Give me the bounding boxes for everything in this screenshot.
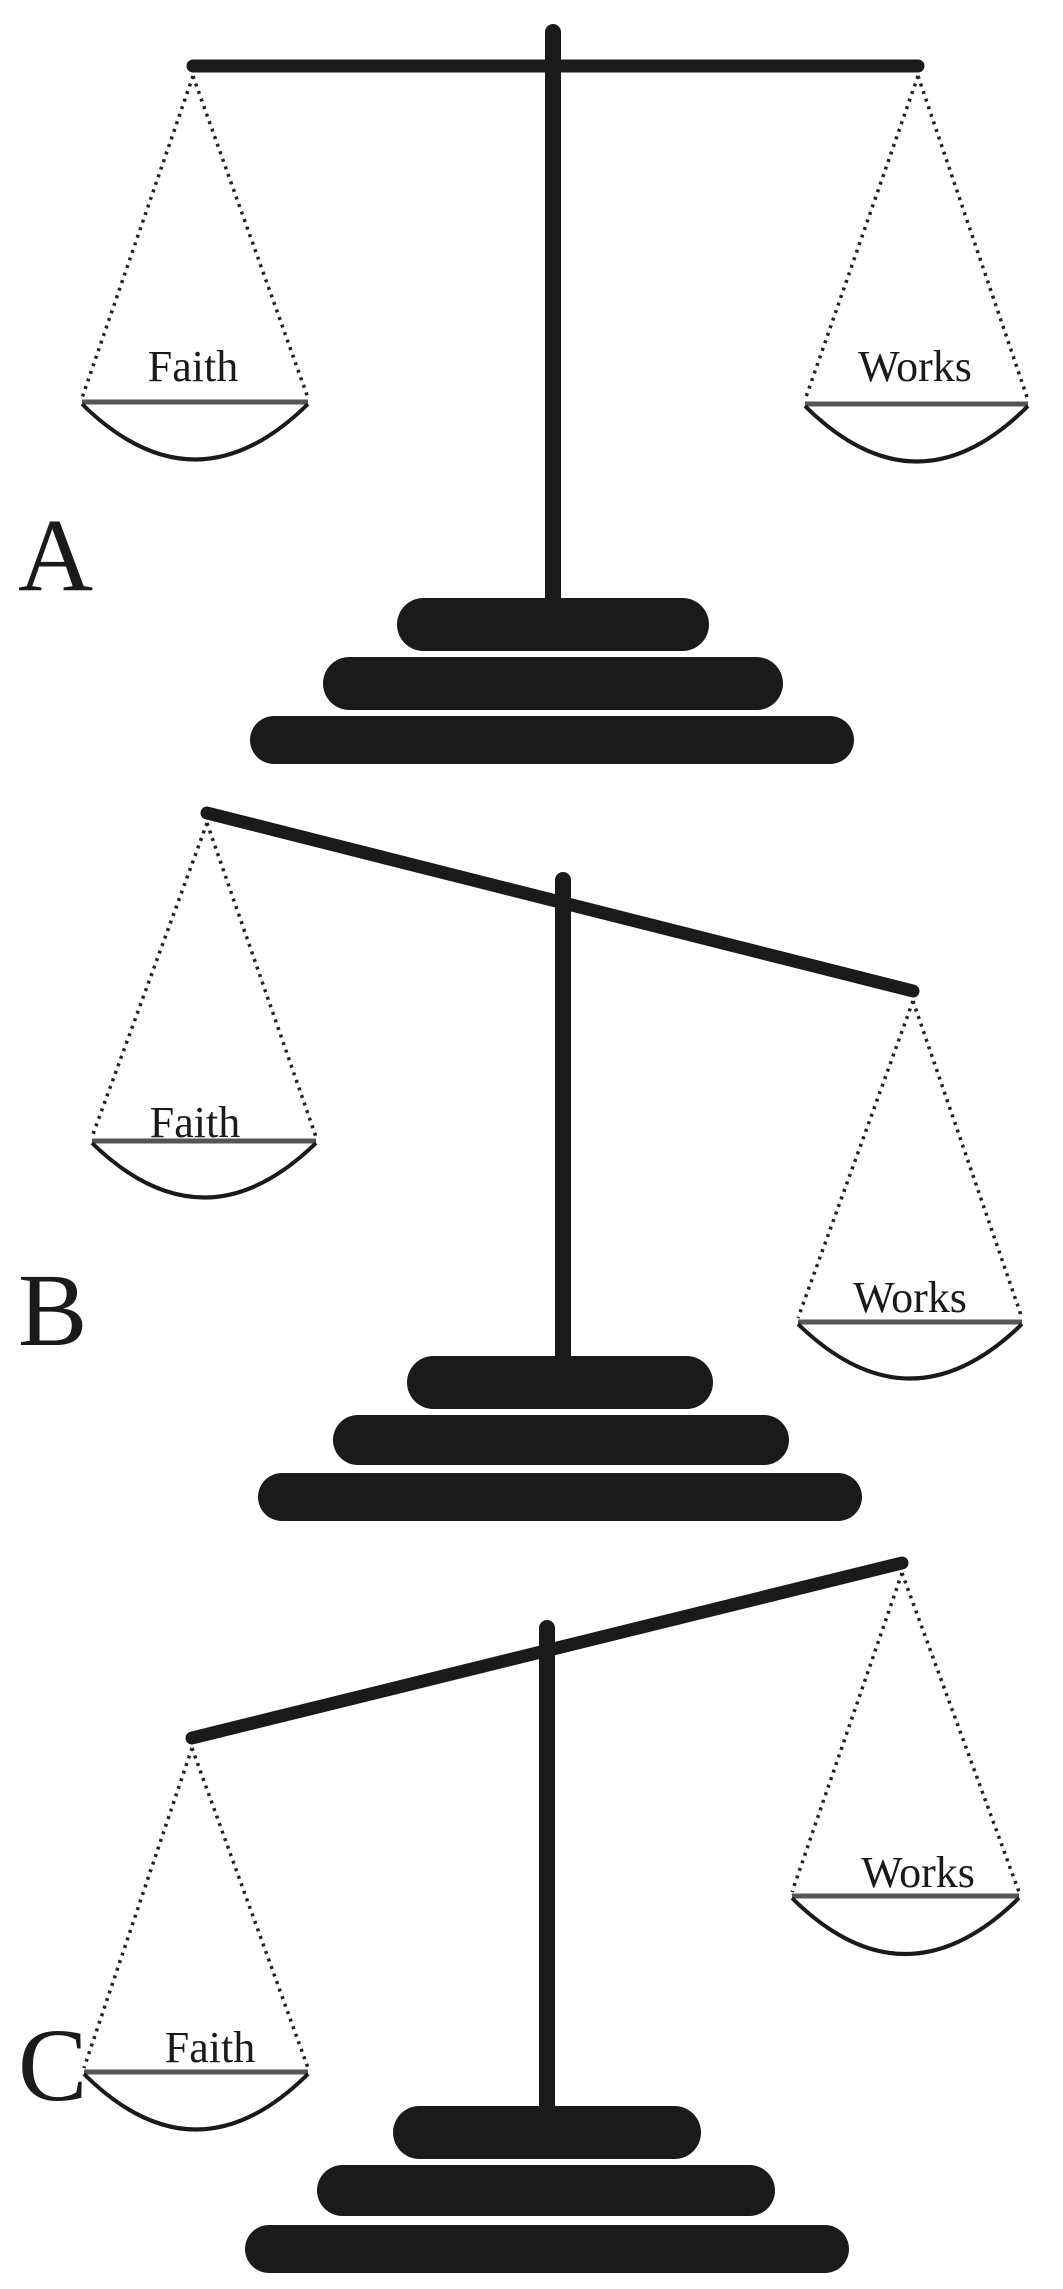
pan-label-faith: Faith	[150, 1098, 240, 1147]
base-tier-top	[393, 2106, 701, 2159]
pan-cord	[916, 75, 1030, 401]
right-pan: Works	[803, 75, 1030, 464]
left-pan: Faith	[90, 822, 318, 1200]
pan-label-works: Works	[861, 1848, 975, 1897]
base-tier-middle	[333, 1415, 789, 1465]
pan-cord	[82, 1747, 194, 2069]
pan-cord	[796, 1000, 915, 1319]
pan-cord	[790, 1572, 904, 1893]
scale-base	[245, 2106, 849, 2273]
scale-base	[250, 598, 854, 764]
panel-letter: B	[18, 1253, 87, 1368]
base-tier-bottom	[245, 2225, 849, 2273]
base-tier-bottom	[250, 716, 854, 764]
base-tier-top	[407, 1356, 713, 1409]
base-tier-bottom	[258, 1473, 862, 1521]
pan-bowl	[82, 2072, 310, 2132]
base-tier-middle	[323, 657, 783, 710]
base-tier-top	[397, 598, 709, 651]
pan-label-faith: Faith	[148, 342, 238, 391]
scale-panel-a: Faith Works A	[18, 24, 1030, 764]
pan-bowl	[80, 402, 310, 462]
pan-cord	[205, 822, 318, 1138]
panel-letter: A	[18, 498, 93, 613]
pan-bowl	[90, 1141, 318, 1200]
pan-cord	[90, 822, 209, 1138]
scale-panel-b: Faith Works B	[18, 806, 1024, 1521]
pan-cord	[911, 1000, 1024, 1319]
pan-bowl	[790, 1896, 1021, 1956]
pan-cord	[900, 1572, 1021, 1893]
right-pan: Works	[796, 1000, 1024, 1381]
pan-label-faith: Faith	[165, 2023, 255, 2072]
pan-label-works: Works	[858, 342, 972, 391]
pan-cord	[803, 75, 920, 401]
pan-bowl	[803, 404, 1030, 464]
pan-cord	[80, 75, 195, 399]
pan-cord	[191, 75, 310, 399]
scale-beam	[185, 1556, 909, 1745]
panel-letter: C	[18, 2008, 87, 2123]
pan-cord	[190, 1747, 310, 2069]
right-pan: Works	[790, 1572, 1021, 1956]
scale-base	[258, 1356, 862, 1521]
base-tier-middle	[317, 2165, 775, 2216]
scale-beam	[200, 806, 920, 998]
scale-panel-c: Faith Works C	[18, 1556, 1021, 2273]
pan-bowl	[796, 1322, 1024, 1381]
pan-label-works: Works	[853, 1273, 967, 1322]
left-pan: Faith	[82, 1747, 310, 2132]
left-pan: Faith	[80, 75, 310, 462]
